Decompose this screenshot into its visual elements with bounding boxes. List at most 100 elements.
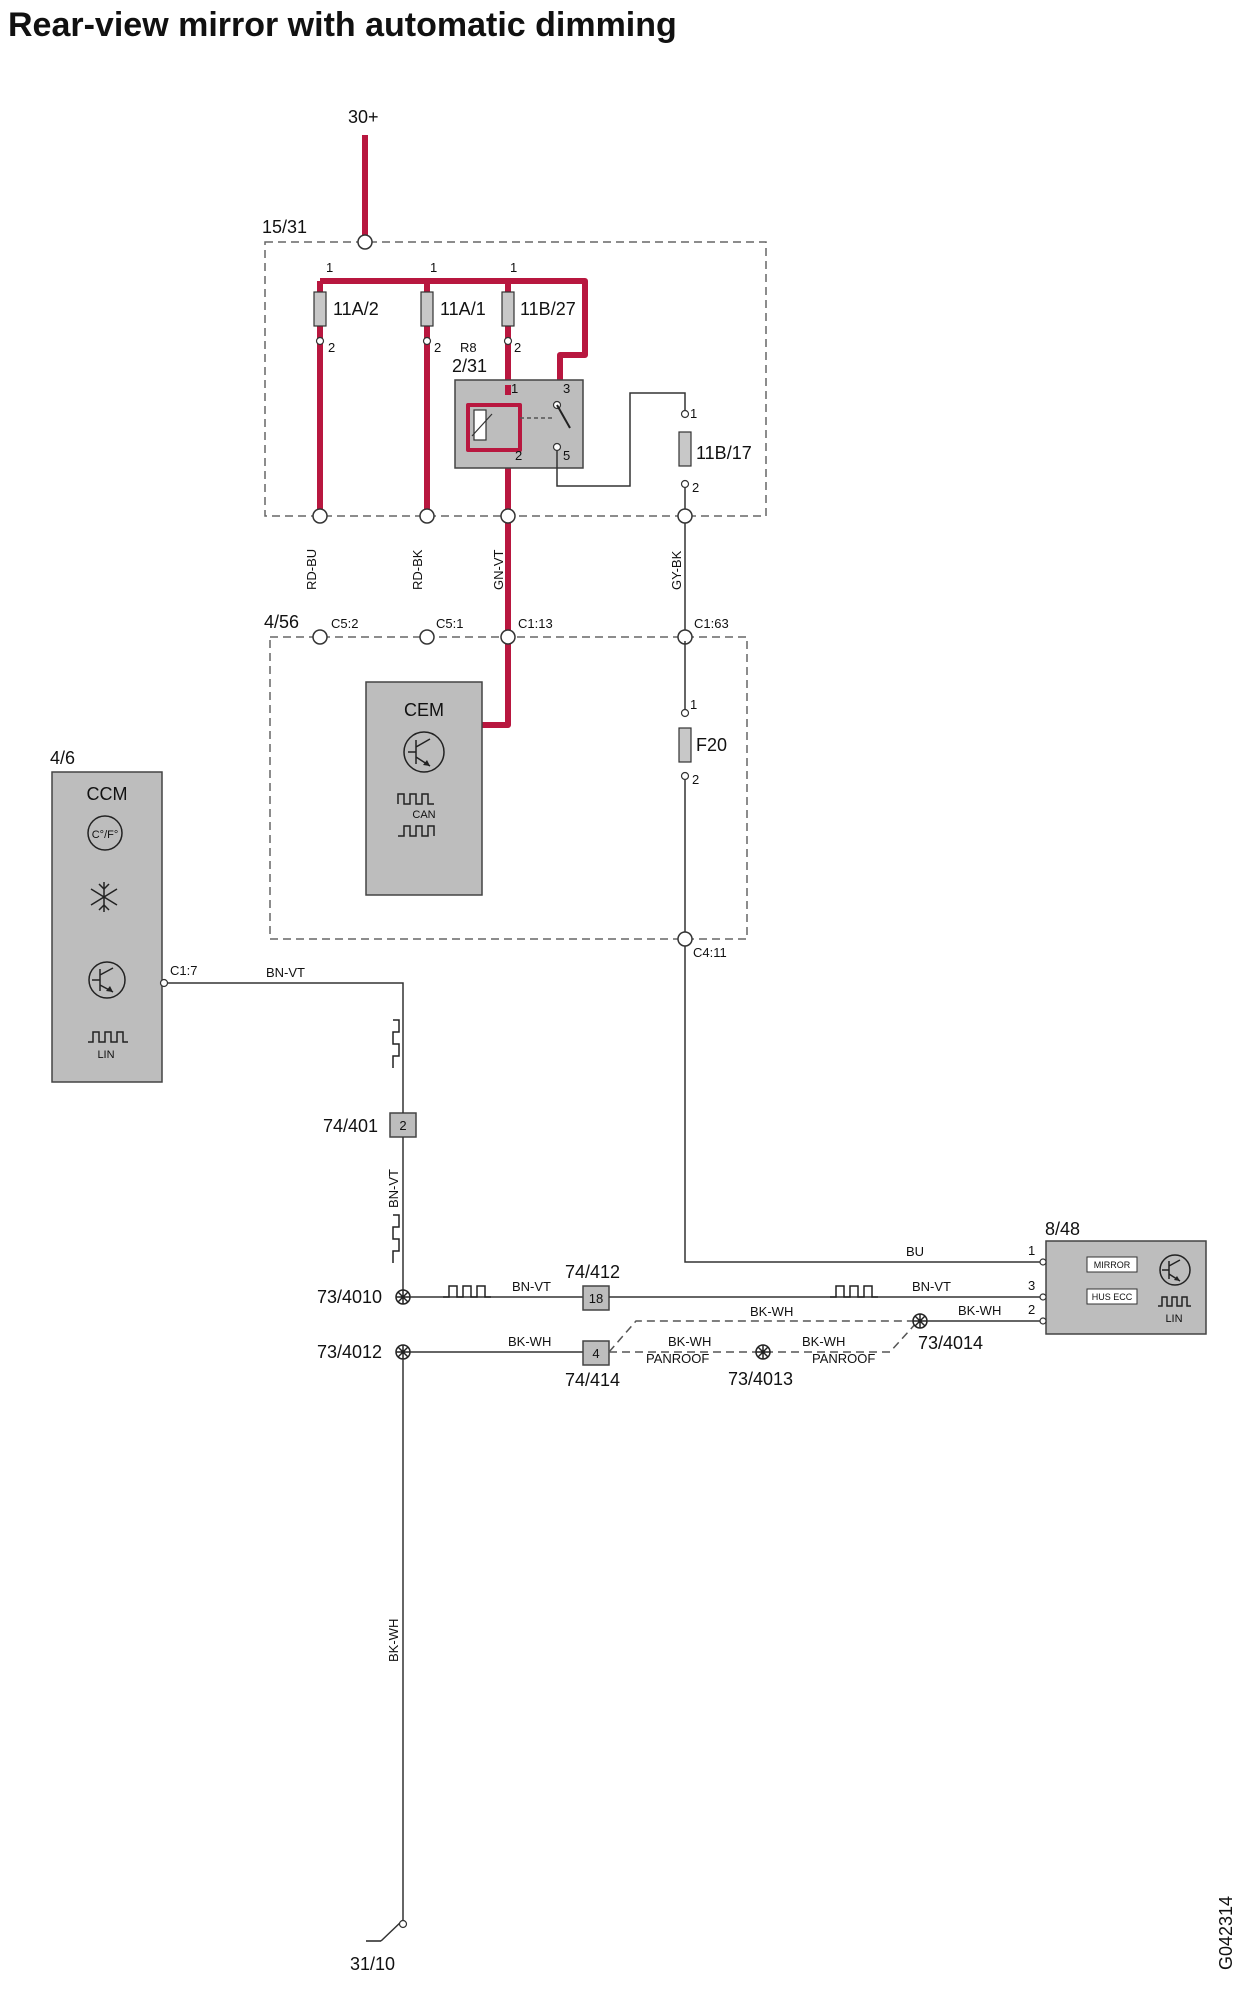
svg-text:BK-WH: BK-WH bbox=[508, 1334, 551, 1349]
svg-text:1: 1 bbox=[511, 381, 518, 396]
svg-text:2: 2 bbox=[692, 480, 699, 495]
svg-text:11B/27: 11B/27 bbox=[520, 299, 576, 319]
svg-text:1: 1 bbox=[690, 697, 697, 712]
square-wave-icon bbox=[392, 1214, 400, 1263]
svg-text:HUS ECC: HUS ECC bbox=[1092, 1292, 1133, 1302]
svg-text:5: 5 bbox=[563, 448, 570, 463]
svg-text:BK-WH: BK-WH bbox=[386, 1619, 401, 1662]
square-wave-icon bbox=[443, 1285, 491, 1298]
mirror-block: 8/48 1 3 2 MIRROR HUS ECC LIN bbox=[1028, 1219, 1207, 1335]
svg-text:1: 1 bbox=[1028, 1243, 1035, 1258]
svg-text:2: 2 bbox=[514, 340, 521, 355]
transistor-icon bbox=[1159, 1254, 1191, 1286]
svg-text:4: 4 bbox=[592, 1346, 599, 1361]
svg-text:BK-WH: BK-WH bbox=[750, 1304, 793, 1319]
connector-74-401: 2 74/401 bbox=[323, 1112, 417, 1138]
svg-text:2: 2 bbox=[399, 1118, 406, 1133]
svg-text:BN-VT: BN-VT bbox=[266, 965, 305, 980]
svg-text:C1:63: C1:63 bbox=[694, 616, 729, 631]
transistor-icon bbox=[403, 731, 445, 773]
cem-bus: CAN bbox=[412, 809, 435, 821]
svg-text:3: 3 bbox=[563, 381, 570, 396]
ccm-module bbox=[51, 771, 163, 1083]
svg-text:BK-WH: BK-WH bbox=[958, 1303, 1001, 1318]
svg-text:PANROOF: PANROOF bbox=[812, 1351, 875, 1366]
svg-text:2: 2 bbox=[328, 340, 335, 355]
fuse-11a-1 bbox=[420, 291, 434, 327]
ccm-block: 4/6 CCM C°/F° LIN C1:7 bbox=[50, 748, 197, 1083]
svg-text:1: 1 bbox=[690, 406, 697, 421]
splice-73-4014: 73/4014 bbox=[912, 1313, 983, 1353]
svg-text:C5:2: C5:2 bbox=[331, 616, 358, 631]
cem-name: CEM bbox=[404, 700, 444, 720]
svg-text:11A/1: 11A/1 bbox=[440, 299, 486, 319]
fuse-box-input-connector bbox=[357, 234, 373, 250]
svg-text:18: 18 bbox=[589, 1291, 603, 1306]
splice-73-4013: 73/4013 bbox=[728, 1344, 793, 1389]
square-wave-icon bbox=[830, 1285, 878, 1298]
mirror-id: 8/48 bbox=[1045, 1219, 1080, 1239]
svg-text:C4:11: C4:11 bbox=[693, 945, 727, 960]
svg-text:F20: F20 bbox=[696, 735, 727, 755]
fuse-11b-17 bbox=[678, 431, 692, 467]
svg-text:73/4010: 73/4010 bbox=[317, 1287, 382, 1307]
svg-text:C1:7: C1:7 bbox=[170, 963, 197, 978]
svg-text:BK-WH: BK-WH bbox=[668, 1334, 711, 1349]
svg-text:2: 2 bbox=[434, 340, 441, 355]
fuse-11a-2 bbox=[313, 291, 327, 327]
svg-text:74/401: 74/401 bbox=[323, 1116, 378, 1136]
relay-id: 2/31 bbox=[452, 356, 487, 376]
splice-73-4012: 73/4012 bbox=[317, 1342, 411, 1362]
transistor-icon bbox=[88, 961, 126, 999]
svg-text:RD-BK: RD-BK bbox=[410, 549, 425, 590]
fuse-11b-27 bbox=[501, 291, 515, 327]
svg-text:BU: BU bbox=[906, 1244, 924, 1259]
svg-text:1: 1 bbox=[326, 260, 333, 275]
svg-text:3: 3 bbox=[1028, 1278, 1035, 1293]
connector-74-414: 4 74/414 bbox=[565, 1340, 620, 1390]
figure-id: G042314 bbox=[1216, 1896, 1236, 1970]
svg-text:BN-VT: BN-VT bbox=[912, 1279, 951, 1294]
svg-text:74/412: 74/412 bbox=[565, 1262, 620, 1282]
square-wave-icon bbox=[1158, 1296, 1191, 1307]
connector-74-412: 18 74/412 bbox=[565, 1262, 620, 1311]
svg-text:BN-VT: BN-VT bbox=[386, 1169, 401, 1208]
square-wave-icon bbox=[392, 1019, 400, 1068]
svg-text:73/4013: 73/4013 bbox=[728, 1369, 793, 1389]
temperature-icon: C°/F° bbox=[87, 815, 123, 851]
svg-text:74/414: 74/414 bbox=[565, 1370, 620, 1390]
page-title: Rear-view mirror with automatic dimming bbox=[8, 6, 677, 44]
cem-module bbox=[365, 681, 483, 896]
svg-text:2: 2 bbox=[515, 448, 522, 463]
svg-text:C°/F°: C°/F° bbox=[92, 829, 119, 841]
cem-block: 4/56 C5:2 C5:1 C1:13 C1:63 CEM CAN 1 F20… bbox=[264, 612, 748, 960]
svg-text:MIRROR: MIRROR bbox=[1094, 1260, 1131, 1270]
ground-id: 31/10 bbox=[350, 1954, 395, 1974]
svg-text:73/4012: 73/4012 bbox=[317, 1342, 382, 1362]
ccm-bus: LIN bbox=[97, 1049, 114, 1061]
svg-text:C1:13: C1:13 bbox=[518, 616, 553, 631]
battery-label: 30+ bbox=[348, 107, 379, 127]
svg-text:11B/17: 11B/17 bbox=[696, 443, 752, 463]
svg-text:2: 2 bbox=[692, 772, 699, 787]
fuse-box-15-31: 15/31 1 1 1 11A/2 11A/1 11B/27 2 2 2 R8 … bbox=[262, 217, 767, 632]
relay-name: R8 bbox=[460, 340, 477, 355]
svg-text:GY-BK: GY-BK bbox=[669, 550, 684, 590]
svg-text:1: 1 bbox=[510, 260, 517, 275]
ccm-id: 4/6 bbox=[50, 748, 75, 768]
mirror-bus: LIN bbox=[1165, 1313, 1182, 1325]
svg-text:C5:1: C5:1 bbox=[436, 616, 463, 631]
svg-text:1: 1 bbox=[430, 260, 437, 275]
svg-text:GN-VT: GN-VT bbox=[491, 550, 506, 591]
fuse-f20 bbox=[678, 727, 692, 763]
square-wave-icon bbox=[397, 793, 435, 837]
snowflake-icon bbox=[90, 882, 118, 912]
splice-73-4010: 73/4010 bbox=[317, 1287, 411, 1307]
svg-text:BN-VT: BN-VT bbox=[512, 1279, 551, 1294]
svg-text:RD-BU: RD-BU bbox=[304, 549, 319, 590]
svg-text:73/4014: 73/4014 bbox=[918, 1333, 983, 1353]
svg-text:2: 2 bbox=[1028, 1302, 1035, 1317]
ccm-name: CCM bbox=[87, 784, 128, 804]
svg-text:11A/2: 11A/2 bbox=[333, 299, 379, 319]
